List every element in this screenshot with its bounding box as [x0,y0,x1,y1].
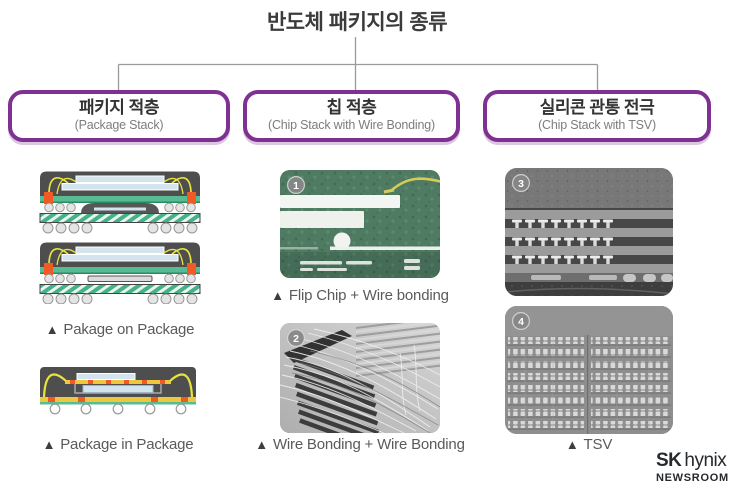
sem-photo-tsv-pillars: 3 [505,168,673,296]
mold-band [505,306,673,336]
branch-title-ko: 실리콘 관통 전극 [539,98,655,118]
logo-newsroom: NEWSROOM [656,472,729,484]
svg-text:2: 2 [293,333,299,345]
branch-box-chip-stack-wire: 칩 적층 (Chip Stack with Wire Bonding) [243,90,460,142]
bond-wires [42,373,194,398]
micro-bumps [531,274,673,282]
solder-via [187,263,196,275]
triangle-marker: ▲ [42,437,56,452]
hatched-substrate [39,213,201,223]
triangle-marker: ▲ [565,437,579,452]
tsv-stack-sem-image: 4 [505,306,673,434]
logo-hynix: hynix [684,450,727,471]
substrate-traces [300,259,420,271]
figure-package-in-package [38,366,198,416]
solder-via [44,192,53,204]
solder-balls-small [44,202,196,213]
bond-wires [48,248,192,266]
stacked-die-slats [291,356,382,433]
solder-balls-large [42,222,198,234]
flip-chip-sem-image: 1 [280,170,440,278]
tsv-pillar-rows [512,219,613,264]
triangle-marker: ▲ [271,288,284,303]
figure-number-badge: 3 [512,174,530,192]
caption-wire-bonding: ▲ Wire Bonding + Wire Bonding [248,436,472,453]
caption-text: TSV [583,436,613,453]
top-die-edge [284,330,352,363]
package-in-package-diagram [40,367,196,415]
branch-box-chip-stack-tsv: 실리콘 관통 전극 (Chip Stack with TSV) [483,90,711,142]
inner-die [82,385,154,393]
branch-box-package-stack: 패키지 적층 (Package Stack) [8,90,230,142]
bond-wires-light [280,328,440,433]
solder-balls-small [44,273,196,284]
solder-balls [49,403,187,415]
figure-number-badge: 1 [287,176,305,194]
branch-title-ko: 칩 적층 [326,98,377,118]
inner-substrate [65,380,171,384]
bond-wires [48,177,192,195]
caption-text: Wire Bonding + Wire Bonding [272,436,465,453]
caption-text: Pakage on Package [63,321,195,338]
caption-text: Package in Package [60,436,194,453]
caption-tsv: ▲ TSV [505,436,673,453]
sem-photo-wire-bonding: 2 [280,323,440,433]
triangle-marker: ▲ [255,437,268,452]
silicon-layers [505,210,673,273]
mold-band [505,168,673,210]
figure-package-on-package [35,170,205,305]
top-die [76,373,136,380]
wire-bonding-sem-image: 2 [280,323,440,433]
substrate [40,267,200,274]
branch-title-ko: 패키지 적층 [79,98,159,118]
solder-via [44,263,53,275]
caption-package-in-package: ▲ Package in Package [16,436,220,453]
bottom-substrate [40,397,196,405]
caption-flip-chip: ▲ Flip Chip + Wire bonding [258,287,462,304]
figure-number-badge: 2 [287,329,305,347]
substrate [40,196,200,203]
flip-chip-bump [333,232,351,250]
caption-package-on-package: ▲ Pakage on Package [16,321,224,338]
sem-photo-flip-chip: 1 [280,170,440,278]
branch-title-en: (Package Stack) [74,117,164,132]
logo-sk: SK [656,450,682,471]
chip-layer [280,211,364,228]
svg-text:4: 4 [518,316,524,328]
via-lines [524,337,650,428]
triangle-marker: ▲ [45,322,59,337]
stacked-dies [61,246,179,262]
branch-title-en: (Chip Stack with TSV) [538,117,656,132]
figure-number-badge: 4 [512,312,530,330]
bond-wires-dark [291,350,440,433]
stacked-dies [61,175,179,191]
package-on-package-diagram [39,171,201,305]
pop-unit-top [39,171,201,234]
tsv-pillars-sem-image: 3 [505,168,673,296]
pop-unit-bottom [39,242,201,305]
branch-title-en: (Chip Stack with Wire Bonding) [268,117,435,132]
gold-wire [391,177,440,191]
svg-text:1: 1 [293,180,299,192]
mold-compound [40,367,196,402]
chip-layer [280,195,400,208]
caption-text: Flip Chip + Wire bonding [288,287,449,304]
solder-via [187,192,196,204]
page-title: 반도체 패키지의 종류 [266,11,448,34]
solder-balls-large [42,293,198,305]
sem-photo-tsv-stack: 4 [505,306,673,434]
hatched-substrate [39,284,201,294]
embedded-die-flat [87,275,153,282]
svg-text:3: 3 [518,178,524,190]
